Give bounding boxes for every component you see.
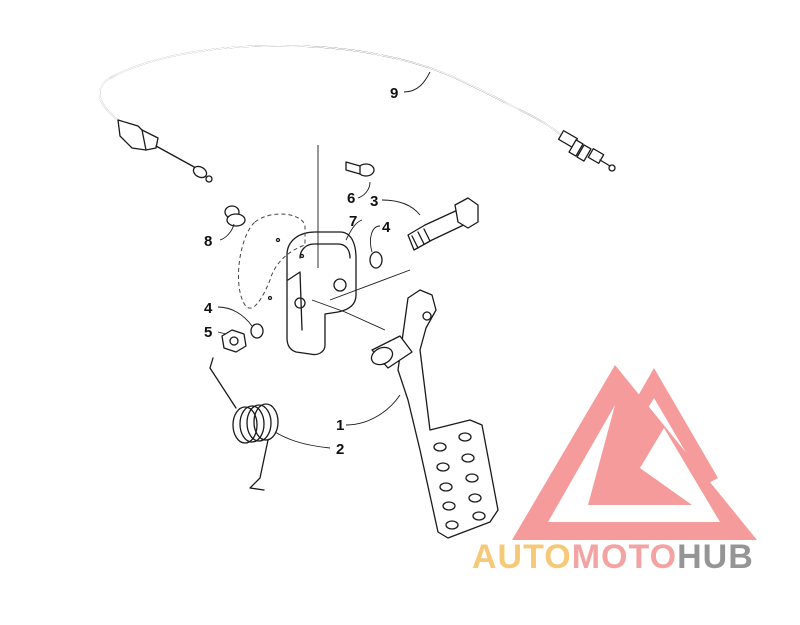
callout-3: 3 [370,193,378,210]
watermark-hub: HUB [677,538,754,576]
flange-nut [224,205,246,227]
watermark-text: AUTOMOTOHUB [472,538,754,576]
pedal-pad-holes [433,432,486,530]
screw [345,161,375,177]
logo-triangle [512,365,757,540]
watermark-logo-mark [512,365,757,540]
watermark-auto: AUTO [472,538,572,576]
callout-4-lower: 4 [204,300,213,317]
throttle-cable [98,45,616,183]
watermark-moto: MOTO [572,538,677,576]
callout-2: 2 [336,441,344,458]
o-ring-upper [369,251,383,269]
return-spring [209,357,279,491]
callout-4-upper: 4 [382,219,391,236]
pivot-bolt [407,197,479,251]
callout-7: 7 [349,213,357,230]
callout-5: 5 [204,324,212,341]
accelerator-pedal [370,289,499,539]
o-ring-lower [250,323,264,339]
callout-1: 1 [336,417,344,434]
logo-inner-peak [610,368,718,485]
leader-lines [217,71,431,449]
mounting-bracket [238,213,357,356]
callouts: 9 6 3 7 4 8 4 5 1 2 [204,85,398,458]
lock-nut [221,329,247,353]
callout-6: 6 [347,190,355,207]
callout-8: 8 [204,233,212,250]
callout-9: 9 [390,85,398,102]
